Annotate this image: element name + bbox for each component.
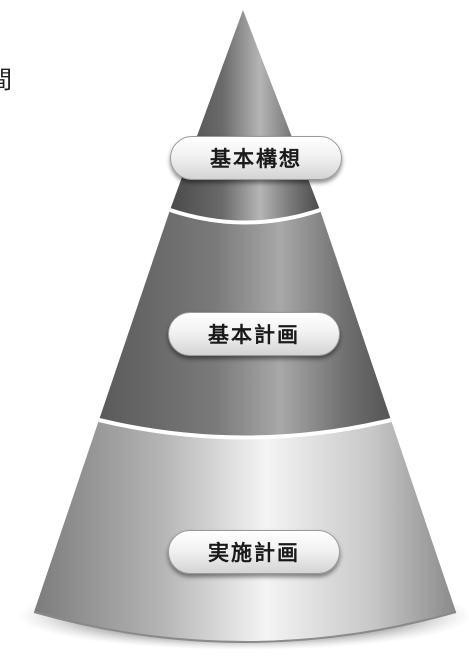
tier-label-implementation-plan: 実施計画 bbox=[168, 530, 340, 574]
side-label: 間 bbox=[0, 60, 13, 95]
lower-divider bbox=[98, 418, 392, 440]
upper-divider bbox=[169, 208, 321, 225]
top-tier bbox=[170, 10, 320, 223]
tier-label-basic-plan: 基本計画 bbox=[168, 312, 340, 356]
bottom-tier bbox=[34, 402, 456, 642]
cone-base-edge bbox=[33, 611, 457, 643]
tier-label-basic-concept: 基本構想 bbox=[170, 136, 342, 180]
